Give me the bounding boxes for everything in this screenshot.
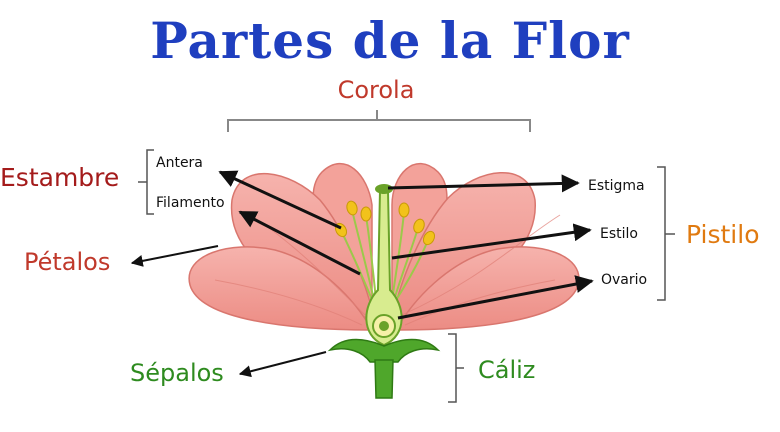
- label-caliz: Cáliz: [478, 356, 535, 384]
- label-estigma: Estigma: [588, 178, 645, 194]
- arrow-ovario: [397, 275, 594, 320]
- label-estambre: Estambre: [0, 163, 119, 192]
- arrow-estilo: [391, 223, 592, 260]
- pointer-arrows: [130, 170, 594, 378]
- arrow-sepalos: [238, 351, 327, 378]
- label-pistilo: Pistilo: [686, 220, 760, 249]
- pistil: [365, 189, 403, 347]
- arrow-antera: [218, 170, 342, 230]
- label-antera: Antera: [156, 155, 203, 171]
- estambre-bracket: [138, 149, 154, 215]
- label-sepalos: Sépalos: [130, 359, 224, 387]
- arrow-estigma: [387, 174, 580, 193]
- label-corola: Corola: [338, 76, 415, 104]
- page-title: Partes de la Flor: [150, 11, 630, 70]
- sepals: [327, 338, 441, 363]
- arrow-filamento: [238, 210, 361, 276]
- anthers: [334, 200, 436, 246]
- label-ovario: Ovario: [601, 272, 647, 288]
- corola-bracket: [227, 110, 531, 132]
- label-petalos: Pétalos: [24, 248, 110, 276]
- stem: [374, 359, 394, 399]
- label-estilo: Estilo: [600, 226, 638, 242]
- caliz-bracket: [448, 333, 464, 403]
- pistilo-bracket: [657, 166, 675, 301]
- arrow-petalos: [130, 245, 219, 267]
- label-filamento: Filamento: [156, 195, 225, 211]
